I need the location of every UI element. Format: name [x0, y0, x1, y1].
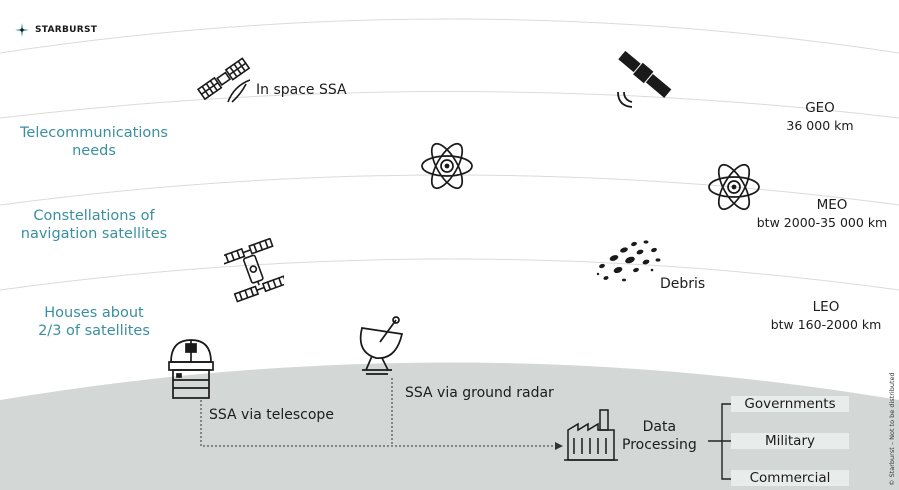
- output-military: Military: [731, 433, 849, 449]
- meo-orbit-altitude: btw 2000-35 000 km: [756, 215, 888, 230]
- radar-dish-icon: [359, 316, 404, 375]
- atom-icon: [421, 142, 473, 190]
- brand-name: STARBURST: [35, 25, 98, 35]
- geo-note: Telecommunications needs: [6, 124, 182, 160]
- iss-satellite-icon: [224, 238, 284, 303]
- meo-orbit-label: MEO btw 2000-35 000 km: [752, 197, 892, 231]
- in-space-satellite-icon: [196, 57, 251, 103]
- brand-logo: STARBURST: [14, 22, 97, 38]
- in-space-ssa-label: In space SSA: [256, 82, 347, 98]
- orbit-arc-geo: [0, 91, 899, 119]
- ssa-telescope-label: SSA via telescope: [209, 407, 334, 423]
- orbit-arc-leo: [0, 258, 899, 291]
- meo-note-line-2: navigation satellites: [20, 226, 168, 242]
- earth-surface: [0, 362, 899, 490]
- meo-orbit-name: MEO: [816, 197, 848, 213]
- telescope-flow-line: [200, 400, 555, 447]
- geo-note-line-2: needs: [72, 143, 116, 159]
- copyright-notice: © Starburst – Not to be distributed: [888, 372, 896, 486]
- meo-note: Constellations of navigation satellites: [6, 207, 182, 243]
- starburst-logo-icon: [15, 23, 29, 37]
- geo-orbit-name: GEO: [805, 100, 835, 116]
- meo-note-line-1: Constellations of: [33, 208, 155, 224]
- data-processing-line-1: Data: [642, 419, 677, 435]
- leo-orbit-label: LEO btw 160-2000 km: [762, 299, 890, 333]
- orbit-arc-outer: [0, 18, 899, 54]
- debris-icon: [596, 240, 661, 282]
- factory-icon: [564, 409, 618, 461]
- leo-note: Houses about 2/3 of satellites: [6, 304, 182, 340]
- debris-label: Debris: [660, 276, 706, 292]
- data-processing-label: Data Processing: [622, 418, 697, 454]
- geo-note-line-1: Telecommunications: [20, 125, 168, 141]
- flow-arrowhead: [555, 442, 563, 450]
- geo-orbit-label: GEO 36 000 km: [760, 100, 880, 134]
- leo-orbit-name: LEO: [812, 299, 840, 315]
- atom-icon: [708, 163, 760, 211]
- geo-satellite-icon: [617, 50, 672, 108]
- geo-orbit-altitude: 36 000 km: [786, 118, 854, 133]
- leo-orbit-altitude: btw 160-2000 km: [770, 317, 882, 332]
- orbit-arc-meo: [0, 174, 899, 206]
- leo-note-line-2: 2/3 of satellites: [38, 323, 150, 339]
- leo-note-line-1: Houses about: [44, 305, 144, 321]
- data-processing-line-2: Processing: [622, 437, 697, 453]
- ssa-radar-label: SSA via ground radar: [405, 385, 554, 401]
- output-commercial: Commercial: [731, 470, 849, 486]
- output-governments: Governments: [731, 396, 849, 412]
- telescope-icon: [168, 339, 214, 399]
